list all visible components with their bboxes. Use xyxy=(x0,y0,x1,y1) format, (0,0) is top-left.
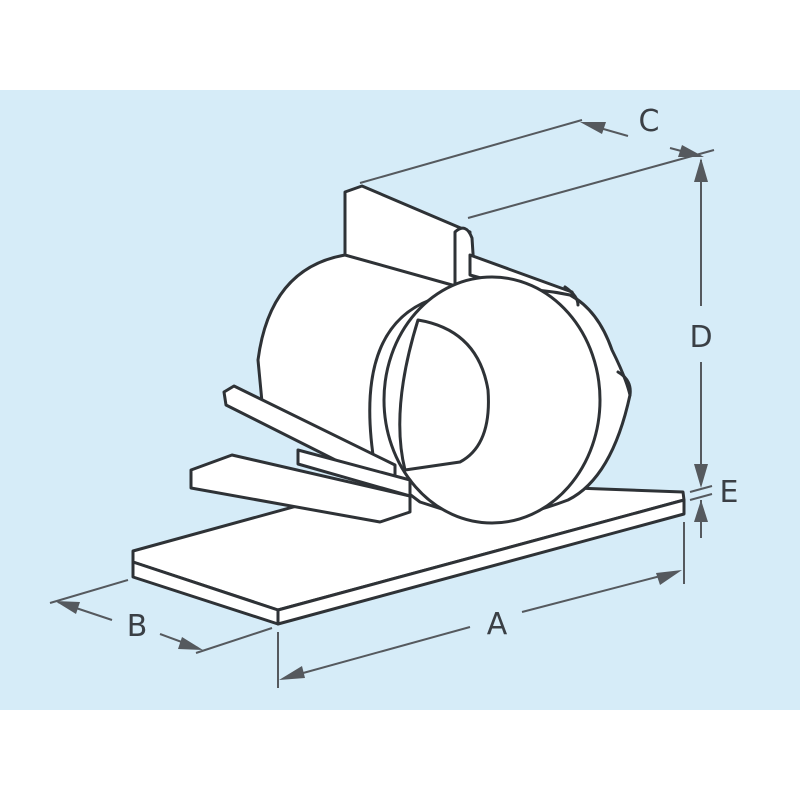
dim-a-line-left xyxy=(284,626,471,679)
base-plate-right-edge xyxy=(276,498,686,626)
dim-d-arrow-bottom xyxy=(694,464,708,488)
dim-e-arrow xyxy=(694,500,708,522)
dim-label-b: B xyxy=(127,609,148,644)
dim-b-arrow-left xyxy=(55,601,80,614)
ring-rib-right xyxy=(616,370,632,397)
dim-c-arrow-right xyxy=(678,145,704,157)
dim-label-e: E xyxy=(720,475,739,510)
dim-d-arrow-top xyxy=(694,158,708,182)
dim-label-c: C xyxy=(639,104,660,139)
dim-label-d: D xyxy=(689,320,712,355)
dim-a-arrow-right xyxy=(656,570,682,585)
ring-rib-top xyxy=(563,285,580,307)
cable-clip xyxy=(131,184,686,626)
dim-c-arrow-left xyxy=(580,122,606,134)
dim-a-line-right xyxy=(521,571,677,613)
dim-a-arrow-left xyxy=(279,666,305,680)
latch-tongue-top xyxy=(296,448,412,498)
ring-inner-wall xyxy=(398,318,490,472)
dim-b-arrow-right xyxy=(178,637,203,650)
dimension-lines xyxy=(49,119,715,688)
dim-label-a: A xyxy=(487,607,508,642)
latch-tongue xyxy=(189,453,412,524)
